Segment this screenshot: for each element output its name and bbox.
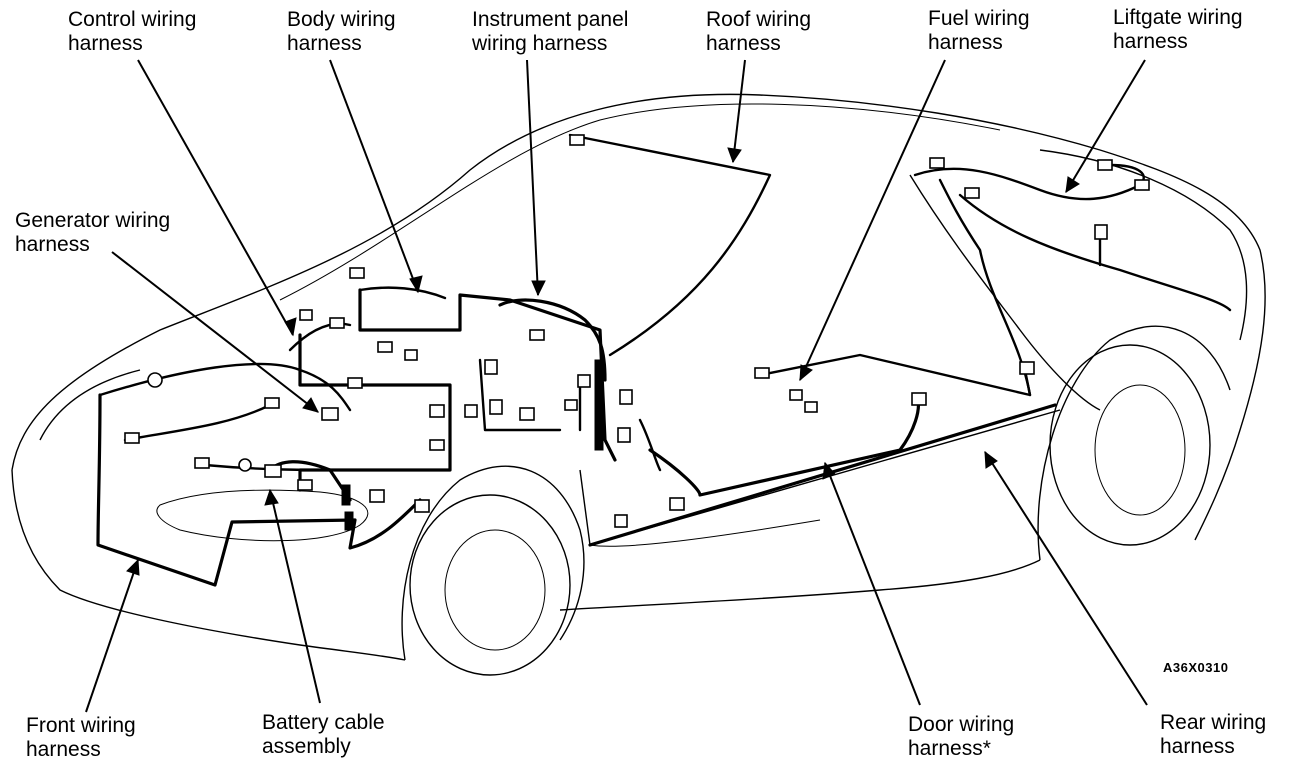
- label-line: assembly: [262, 735, 351, 758]
- label-line: Liftgate wiring: [1113, 6, 1243, 29]
- label-roof-wiring-harness: Roof wiring harness: [706, 8, 811, 56]
- label-liftgate-wiring-harness: Liftgate wiring harness: [1113, 6, 1243, 54]
- label-control-wiring-harness: Control wiring harness: [68, 8, 196, 56]
- label-line: harness: [26, 738, 101, 761]
- label-line: harness: [1113, 30, 1188, 53]
- label-line: harness: [928, 31, 1003, 54]
- label-line: Battery cable: [262, 711, 385, 734]
- label-line: Door wiring: [908, 713, 1015, 736]
- label-rear-wiring-harness: Rear wiring harness: [1160, 711, 1266, 759]
- label-fuel-wiring-harness: Fuel wiring harness: [928, 7, 1030, 55]
- label-line: Front wiring: [26, 714, 136, 737]
- label-line: harness: [68, 32, 143, 55]
- label-body-wiring-harness: Body wiring harness: [287, 8, 396, 56]
- label-line: Fuel wiring: [928, 7, 1030, 30]
- car-body-outline: [11, 93, 1266, 676]
- label-door-wiring-harness: Door wiring harness*: [908, 713, 1014, 761]
- label-line: Roof wiring: [706, 8, 812, 31]
- label-line: Instrument panel: [472, 8, 629, 31]
- label-line: wiring harness: [472, 32, 608, 55]
- label-line: harness: [15, 233, 90, 256]
- label-line: Generator wiring: [15, 209, 171, 232]
- label-line: harness*: [908, 737, 991, 760]
- label-line: Control wiring: [68, 8, 197, 31]
- label-instrument-panel-wiring-harness: Instrument panel wiring harness: [472, 8, 628, 56]
- label-generator-wiring-harness: Generator wiring harness: [15, 209, 170, 257]
- label-front-wiring-harness: Front wiring harness: [26, 714, 136, 762]
- figure-code: A36X0310: [1163, 660, 1229, 675]
- connector-blocks: [124, 134, 1150, 531]
- label-line: harness: [287, 32, 362, 55]
- label-line: harness: [706, 32, 781, 55]
- label-line: harness: [1160, 735, 1235, 758]
- label-line: Body wiring: [287, 8, 396, 31]
- label-battery-cable-assembly: Battery cable assembly: [262, 711, 385, 759]
- label-line: Rear wiring: [1160, 711, 1267, 734]
- leader-lines: [85, 59, 1148, 713]
- harness-lines: [96, 133, 1232, 587]
